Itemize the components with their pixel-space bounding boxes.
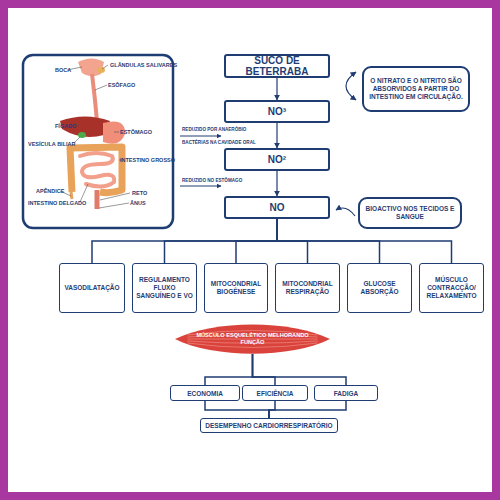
curved-arrow <box>336 208 355 216</box>
effect-box: GLUCOSE ABSORÇÃO <box>347 263 412 313</box>
part-label: GLÂNDULAS SALIVARES <box>110 62 177 68</box>
node-text: MÚSCULO CONTRACÇÃO/ RELAXAMENTO <box>422 276 481 300</box>
process-note: REDUZIDO POR ANAERÓBIO <box>182 127 246 132</box>
node-text: NO³ <box>268 106 286 117</box>
connector <box>253 354 276 385</box>
node-text: MÚSCULO ESQUELÉTICO MELHORANDO FUNÇÃO <box>193 332 313 347</box>
small-intestine-shape <box>80 153 114 187</box>
connector <box>276 123 277 148</box>
node-text: REGULAMENTO FLUXO SANGUÍNEO E VO <box>135 276 194 300</box>
connector <box>205 354 253 385</box>
mouth-shape <box>78 59 104 77</box>
process-note: REDUZIDO NO ESTÔMAGO <box>182 178 242 183</box>
node-text: ECONOMIA <box>187 390 223 397</box>
part-label: INTESTINO DELGADO <box>28 200 86 206</box>
outcome-box: ECONOMIA <box>170 385 240 401</box>
outcome-box: DESEMPENHO CARDIORRESPIRATÓRIO <box>200 418 338 433</box>
node-text: EFICIÊNCIA <box>257 390 294 397</box>
process-box: NO² <box>224 148 330 171</box>
effect-box: MÚSCULO CONTRACÇÃO/ RELAXAMENTO <box>419 263 484 313</box>
node-text: O NITRATO E O NITRITO SÃO ABSORVIDOS A P… <box>368 77 464 101</box>
note-box: O NITRATO E O NITRITO SÃO ABSORVIDOS A P… <box>362 66 470 112</box>
connector <box>276 171 277 196</box>
part-label: APÊNDICE <box>36 188 64 194</box>
connector <box>269 401 346 418</box>
node-text: NO <box>270 202 285 213</box>
node-text: DESEMPENHO CARDIORRESPIRATÓRIO <box>205 422 332 429</box>
process-box: SUCO DE BETERRABA <box>224 54 330 78</box>
reduction-arrow <box>180 186 221 187</box>
leader-line <box>99 203 129 208</box>
part-label: ESÔFAGO <box>108 82 135 88</box>
part-label: ESTÔMAGO <box>120 129 152 135</box>
node-text: GLUCOSE ABSORÇÃO <box>350 280 409 296</box>
node-text: FADIGA <box>334 390 359 397</box>
process-note: BACTÉRIAS NA CAVIDADE ORAL <box>182 140 256 145</box>
effect-box: MITOCONDRIAL BIOGÊNESE <box>204 263 268 313</box>
connector <box>165 219 278 263</box>
effect-box: REGULAMENTO FLUXO SANGUÍNEO E VO <box>132 263 197 313</box>
part-label: FÍGADO <box>55 123 76 129</box>
leader-line <box>102 65 108 69</box>
part-label: INTESTINO GROSSO <box>120 157 175 163</box>
node-text: BIOACTIVO NOS TECIDOS E SANGUE <box>364 205 456 221</box>
part-label: VESÍCULA BILIAR <box>28 141 75 147</box>
part-label: BOCA <box>55 67 71 73</box>
rectum-shape <box>95 190 100 209</box>
leader-line <box>114 132 119 133</box>
large-intestine-shape <box>70 147 122 193</box>
note-box: BIOACTIVO NOS TECIDOS E SANGUE <box>358 197 462 229</box>
part-label: ÂNUS <box>130 200 146 206</box>
muscle-shape: MÚSCULO ESQUELÉTICO MELHORANDO FUNÇÃO <box>175 324 330 354</box>
appendix-shape <box>71 192 72 199</box>
connector <box>276 78 277 100</box>
node-text: VASODILATAÇÃO <box>64 284 119 292</box>
muscle-fill <box>175 324 330 353</box>
gallbladder-shape <box>78 132 86 138</box>
node-text: NO² <box>268 154 286 165</box>
reduction-arrow <box>180 136 221 137</box>
leader-line <box>80 184 88 202</box>
process-box: NO <box>224 196 330 219</box>
connector <box>253 354 347 385</box>
connector <box>92 219 277 263</box>
effect-box: MITOCONDRIAL RESPIRAÇÃO <box>275 263 340 313</box>
curved-arrow <box>346 72 356 100</box>
process-box: NO³ <box>224 100 330 123</box>
node-text: MITOCONDRIAL BIOGÊNESE <box>207 280 265 296</box>
leader-line <box>100 193 130 200</box>
effect-box: VASODILATAÇÃO <box>59 263 125 313</box>
outcome-box: FADIGA <box>314 385 378 401</box>
outcome-box: EFICIÊNCIA <box>242 385 308 401</box>
part-label: RETO <box>132 190 147 196</box>
illustration-frame <box>23 55 173 228</box>
connector <box>205 401 269 418</box>
node-text: SUCO DE BETERRABA <box>226 55 328 77</box>
esophagus-shape <box>92 74 97 121</box>
connector <box>236 219 277 263</box>
leader-line <box>95 85 107 90</box>
node-text: MITOCONDRIAL RESPIRAÇÃO <box>278 280 337 296</box>
